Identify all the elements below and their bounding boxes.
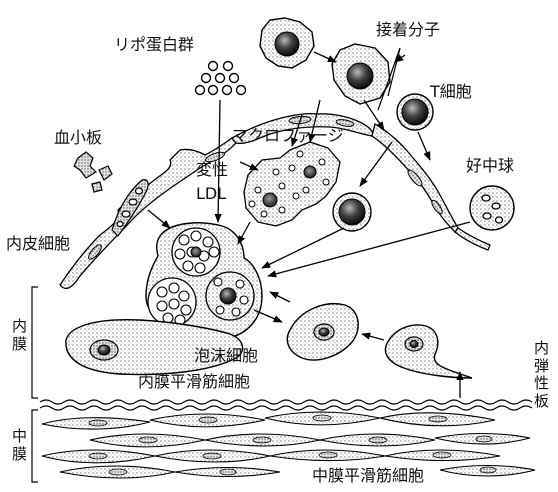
label-ldl: LDL (196, 186, 226, 202)
t-cell (397, 94, 433, 130)
internal-elastic-lamina (40, 400, 532, 410)
monocyte-adhering (332, 44, 390, 104)
label-media: 中 膜 (12, 428, 27, 463)
monocyte-top (260, 18, 314, 68)
intima-bracket (32, 287, 38, 398)
label-lipoprotein: リポ蛋白群 (114, 37, 194, 53)
migrated-lymphocyte (333, 193, 371, 231)
label-endothelial-cell: 内皮細胞 (6, 236, 70, 252)
migrating-smc (385, 325, 472, 378)
label-adhesion-molecule: 接着分子 (376, 22, 440, 38)
lipoprotein-particles (196, 62, 246, 95)
label-intima: 内 膜 (12, 318, 27, 353)
intima-smc-middle (287, 304, 358, 360)
platelets (74, 152, 112, 192)
label-foam-cell: 泡沫細胞 (194, 348, 258, 364)
label-intima-smc: 内膜平滑筋細胞 (138, 374, 250, 390)
label-modified: 変性 (196, 162, 228, 178)
foam-cell-cluster (146, 223, 262, 339)
label-neutrophil: 好中球 (466, 158, 514, 174)
label-platelet: 血小板 (54, 130, 102, 146)
label-media-smc: 中膜平滑筋細胞 (312, 468, 424, 484)
macrophage-with-ldl (244, 142, 340, 226)
label-t-cell: T細胞 (430, 84, 472, 100)
media-bracket (32, 410, 38, 482)
label-macrophage: マクロファージ (232, 128, 344, 144)
label-internal-elastic-lamina: 内 弾 性 板 (534, 340, 549, 411)
media-smc-layer (42, 412, 535, 478)
neutrophil (470, 186, 514, 230)
